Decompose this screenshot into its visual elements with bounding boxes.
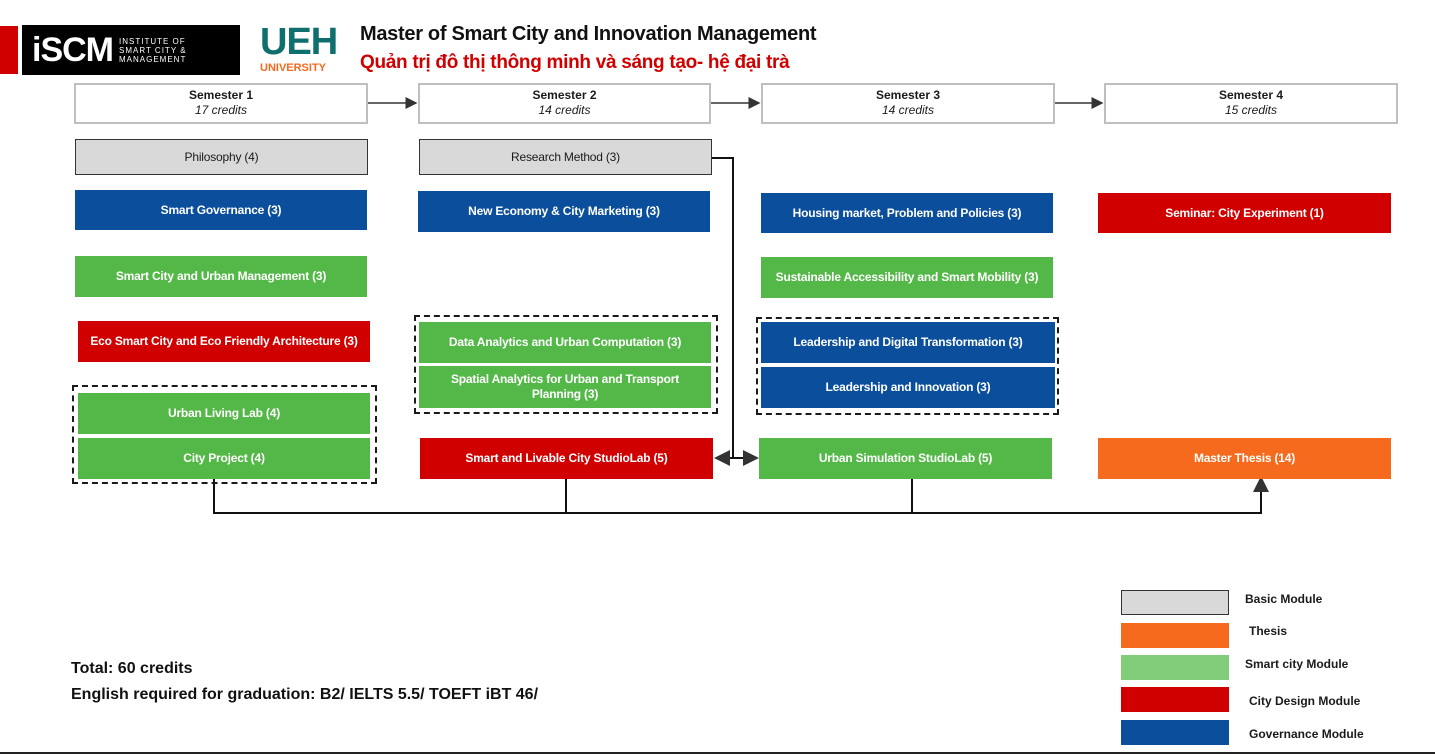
total-credits: Total: 60 credits [71,660,193,677]
iscm-logo-subtext: INSTITUTE OF SMART CITY & MANAGEMENT [119,36,187,64]
course-urban-living-lab[interactable]: Urban Living Lab (4) [78,393,370,434]
semester-4-header: Semester 4 15 credits [1104,83,1398,124]
bottom-rule [0,752,1435,754]
course-smart-livable-studiolab[interactable]: Smart and Livable City StudioLab (5) [420,438,713,479]
semester-3-header: Semester 3 14 credits [761,83,1055,124]
semester-title: Semester 3 [875,88,941,102]
course-housing-market[interactable]: Housing market, Problem and Policies (3) [761,193,1053,233]
course-philosophy[interactable]: Philosophy (4) [75,139,368,175]
course-urban-simulation-studiolab[interactable]: Urban Simulation StudioLab (5) [759,438,1052,479]
ueh-logo-subtext: UNIVERSITY [260,62,327,74]
ueh-logo-text: UEH [260,21,338,63]
semester-credits: 17 credits [194,103,248,117]
legend-label-smart-city: Smart city Module [1245,657,1349,671]
group-semester-3-leadership [756,317,1059,415]
semester-2-header: Semester 2 14 credits [418,83,711,124]
legend-swatch-city-design [1121,687,1229,712]
research-method-link [712,157,734,458]
thesis-bottom-link [213,476,1269,514]
semester-title: Semester 4 [1218,88,1284,102]
course-smart-governance[interactable]: Smart Governance (3) [75,190,367,230]
brand-bar [0,26,18,74]
ueh-logo: UEH UNIVERSITY [260,22,350,77]
legend-label-city-design: City Design Module [1249,694,1361,708]
course-spatial-analytics[interactable]: Spatial Analytics for Urban and Transpor… [419,366,711,408]
course-leadership-digital[interactable]: Leadership and Digital Transformation (3… [761,322,1055,363]
group-semester-1-labs [72,385,377,484]
semester-credits: 15 credits [1224,103,1278,117]
legend-label-basic: Basic Module [1245,592,1323,606]
course-leadership-innovation[interactable]: Leadership and Innovation (3) [761,367,1055,408]
iscm-logo: iSCM INSTITUTE OF SMART CITY & MANAGEMEN… [22,25,240,75]
legend-label-governance: Governance Module [1249,727,1364,741]
course-sustainable-accessibility[interactable]: Sustainable Accessibility and Smart Mobi… [761,257,1053,298]
semester-1-header: Semester 1 17 credits [74,83,368,124]
iscm-logo-text: iSCM [32,30,114,69]
semester-credits: 14 credits [881,103,935,117]
semester-title: Semester 1 [188,88,254,102]
legend-swatch-basic [1121,590,1229,615]
page-title: Master of Smart City and Innovation Mana… [360,23,817,45]
legend-label-thesis: Thesis [1249,624,1288,638]
course-smart-city-urban-management[interactable]: Smart City and Urban Management (3) [75,256,367,297]
course-new-economy[interactable]: New Economy & City Marketing (3) [418,191,710,232]
english-requirement: English required for graduation: B2/ IEL… [71,686,539,703]
semester-credits: 14 credits [538,103,591,117]
page-subtitle: Quản trị đô thị thông minh và sáng tạo- … [360,52,790,73]
course-seminar-city-experiment[interactable]: Seminar: City Experiment (1) [1098,193,1391,233]
semester-title: Semester 2 [532,88,597,102]
course-research-method[interactable]: Research Method (3) [419,139,712,175]
legend-swatch-thesis [1121,623,1229,648]
course-eco-smart-city[interactable]: Eco Smart City and Eco Friendly Architec… [78,321,370,362]
course-city-project[interactable]: City Project (4) [78,438,370,479]
legend-swatch-smart-city [1121,655,1229,680]
course-data-analytics[interactable]: Data Analytics and Urban Computation (3) [419,322,711,363]
group-semester-2-analytics [414,315,718,414]
course-master-thesis[interactable]: Master Thesis (14) [1098,438,1391,479]
legend-swatch-governance [1121,720,1229,745]
